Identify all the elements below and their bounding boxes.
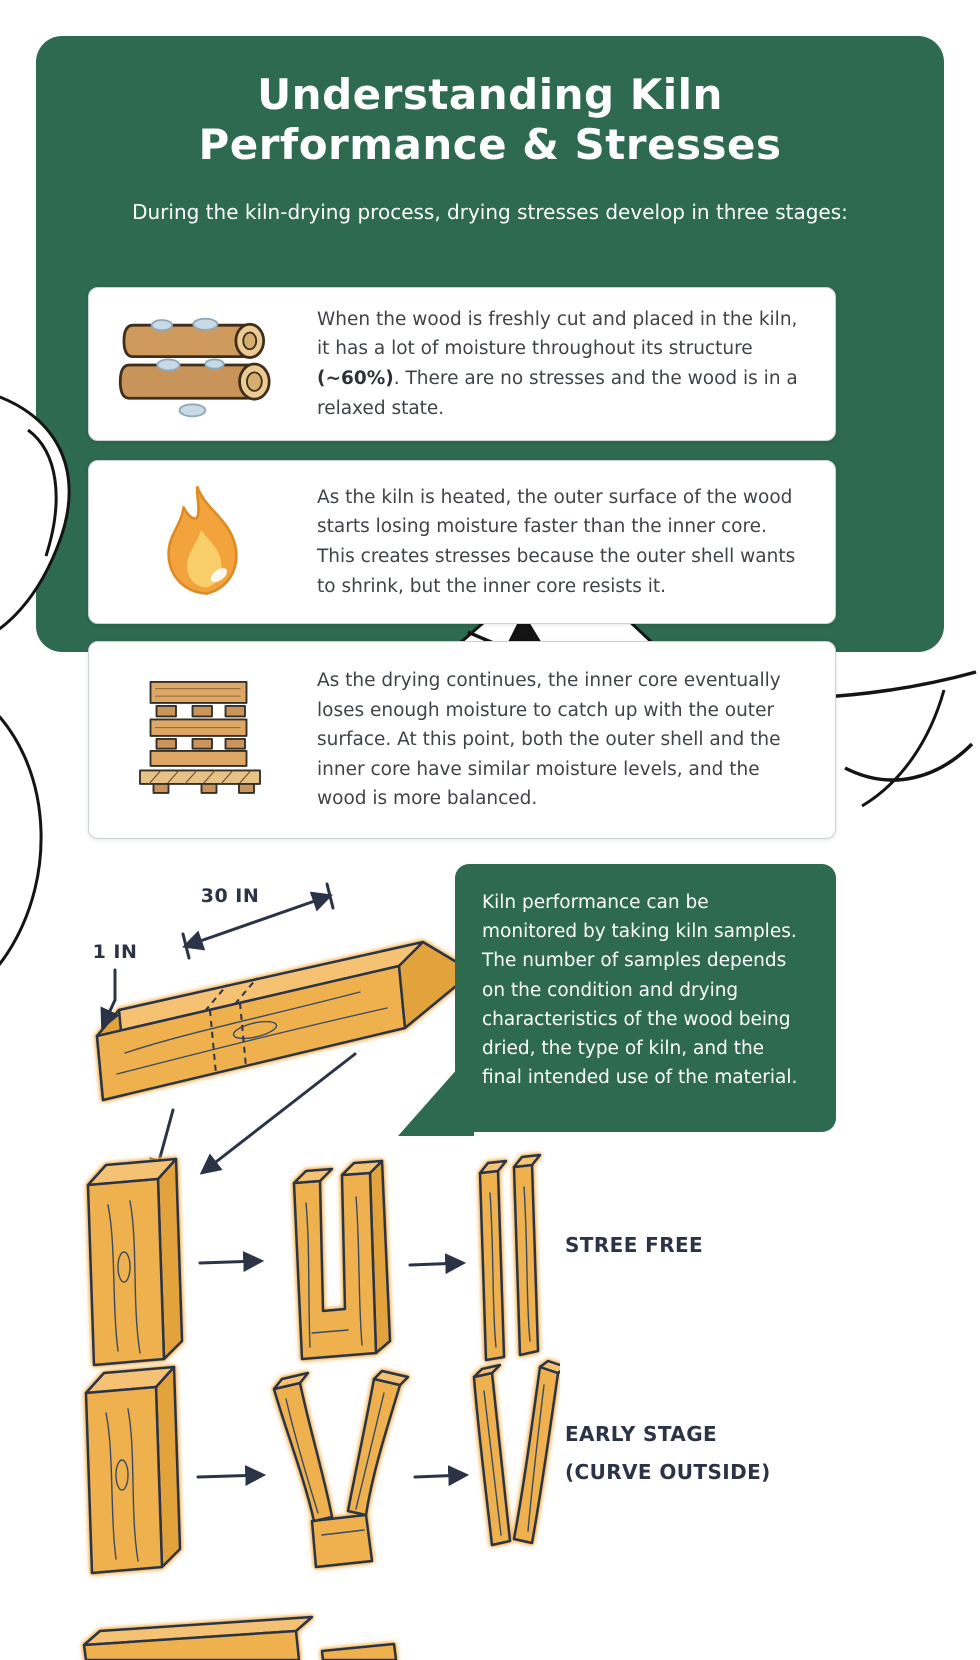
label-curve-outside: (CURVE OUTSIDE) <box>565 1460 771 1484</box>
page-title: Understanding Kiln Performance & Stresse… <box>36 70 944 169</box>
fork-sample-curved <box>272 1369 410 1569</box>
stage-2-text: As the kiln is heated, the outer surface… <box>317 486 796 597</box>
cutoff-samples <box>82 1615 398 1660</box>
stage-card-3: As the drying continues, the inner core … <box>88 641 836 839</box>
fresh-logs-icon <box>89 302 317 427</box>
stage-card-1: When the wood is freshly cut and placed … <box>88 287 836 441</box>
flame-icon <box>89 478 317 606</box>
prongs-curved <box>472 1359 560 1547</box>
stage-1-text-after: . There are no stresses and the wood is … <box>317 368 798 419</box>
dim-30in-label: 30 IN <box>201 885 260 907</box>
fork-sample-straight <box>292 1159 392 1361</box>
dim-1in-label: 1 IN <box>93 941 138 963</box>
sample-callout-bubble: Kiln performance can be monitored by tak… <box>455 864 836 1132</box>
page-title-line1: Understanding Kiln <box>257 70 723 119</box>
stage-3-text: As the drying continues, the inner core … <box>317 670 781 810</box>
kiln-sample-board-diagram: 30 IN 1 IN <box>93 882 475 1181</box>
callout-text: Kiln performance can be monitored by tak… <box>482 892 798 1089</box>
stage-1-text-bold: (~60%) <box>317 368 394 389</box>
stage-1-text-before: When the wood is freshly cut and placed … <box>317 308 798 360</box>
stage-1-text: When the wood is freshly cut and placed … <box>317 305 807 423</box>
lumber-stack-icon <box>89 674 317 806</box>
label-early-stage: EARLY STAGE <box>565 1422 718 1446</box>
label-stress-free: STREE FREE <box>565 1233 704 1257</box>
page-title-line2: Performance & Stresses <box>198 119 782 169</box>
stress-test-diagram <box>82 1153 560 1660</box>
prongs-straight <box>478 1153 542 1362</box>
stage-card-2: As the kiln is heated, the outer surface… <box>88 460 836 624</box>
page-subtitle: During the kiln-drying process, drying s… <box>132 200 848 224</box>
